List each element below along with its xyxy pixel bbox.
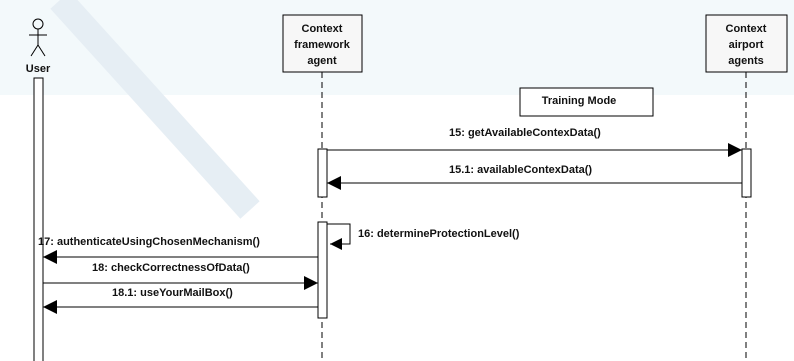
user-lifeline-bar (33, 77, 44, 361)
message-15-arrowhead (728, 143, 742, 157)
message-15-1-arrowhead (327, 176, 341, 190)
actor-label: User (26, 63, 51, 75)
message-17-arrowhead (43, 250, 57, 264)
actor-right-leg (37, 44, 46, 57)
message-18-label: 18: checkCorrectnessOfData() (92, 262, 250, 274)
message-16-label: 16: determineProtectionLevel() (358, 228, 520, 240)
message-17-label: 17: authenticateUsingChosenMechanism() (38, 236, 260, 248)
message-16-arrowhead (330, 238, 342, 250)
training-mode-frame (519, 87, 654, 117)
training-mode-label: Training Mode (542, 95, 617, 107)
message-18-arrowhead (304, 276, 318, 290)
airport-agents-label-2: airport (729, 39, 764, 51)
watermark-stroke (50, 0, 260, 219)
framework-agent-label-2: framework (294, 39, 351, 51)
message-18-1-label: 18.1: useYourMailBox() (112, 287, 233, 299)
airport-agents-label-3: agents (728, 55, 763, 67)
message-15-label: 15: getAvailableContexData() (449, 127, 601, 139)
airport-activation-1 (741, 148, 752, 198)
user-actor: User (26, 18, 51, 75)
framework-agent-label-3: agent (307, 55, 337, 67)
airport-agents-label-1: Context (726, 23, 767, 35)
actor-left-leg (30, 44, 39, 57)
message-18-1-arrowhead (43, 300, 57, 314)
framework-activation-1 (317, 148, 328, 198)
framework-agent-label-1: Context (302, 23, 343, 35)
framework-agent-box (282, 14, 363, 73)
message-15-1-label: 15.1: availableContexData() (449, 164, 592, 176)
framework-activation-2 (317, 221, 328, 319)
